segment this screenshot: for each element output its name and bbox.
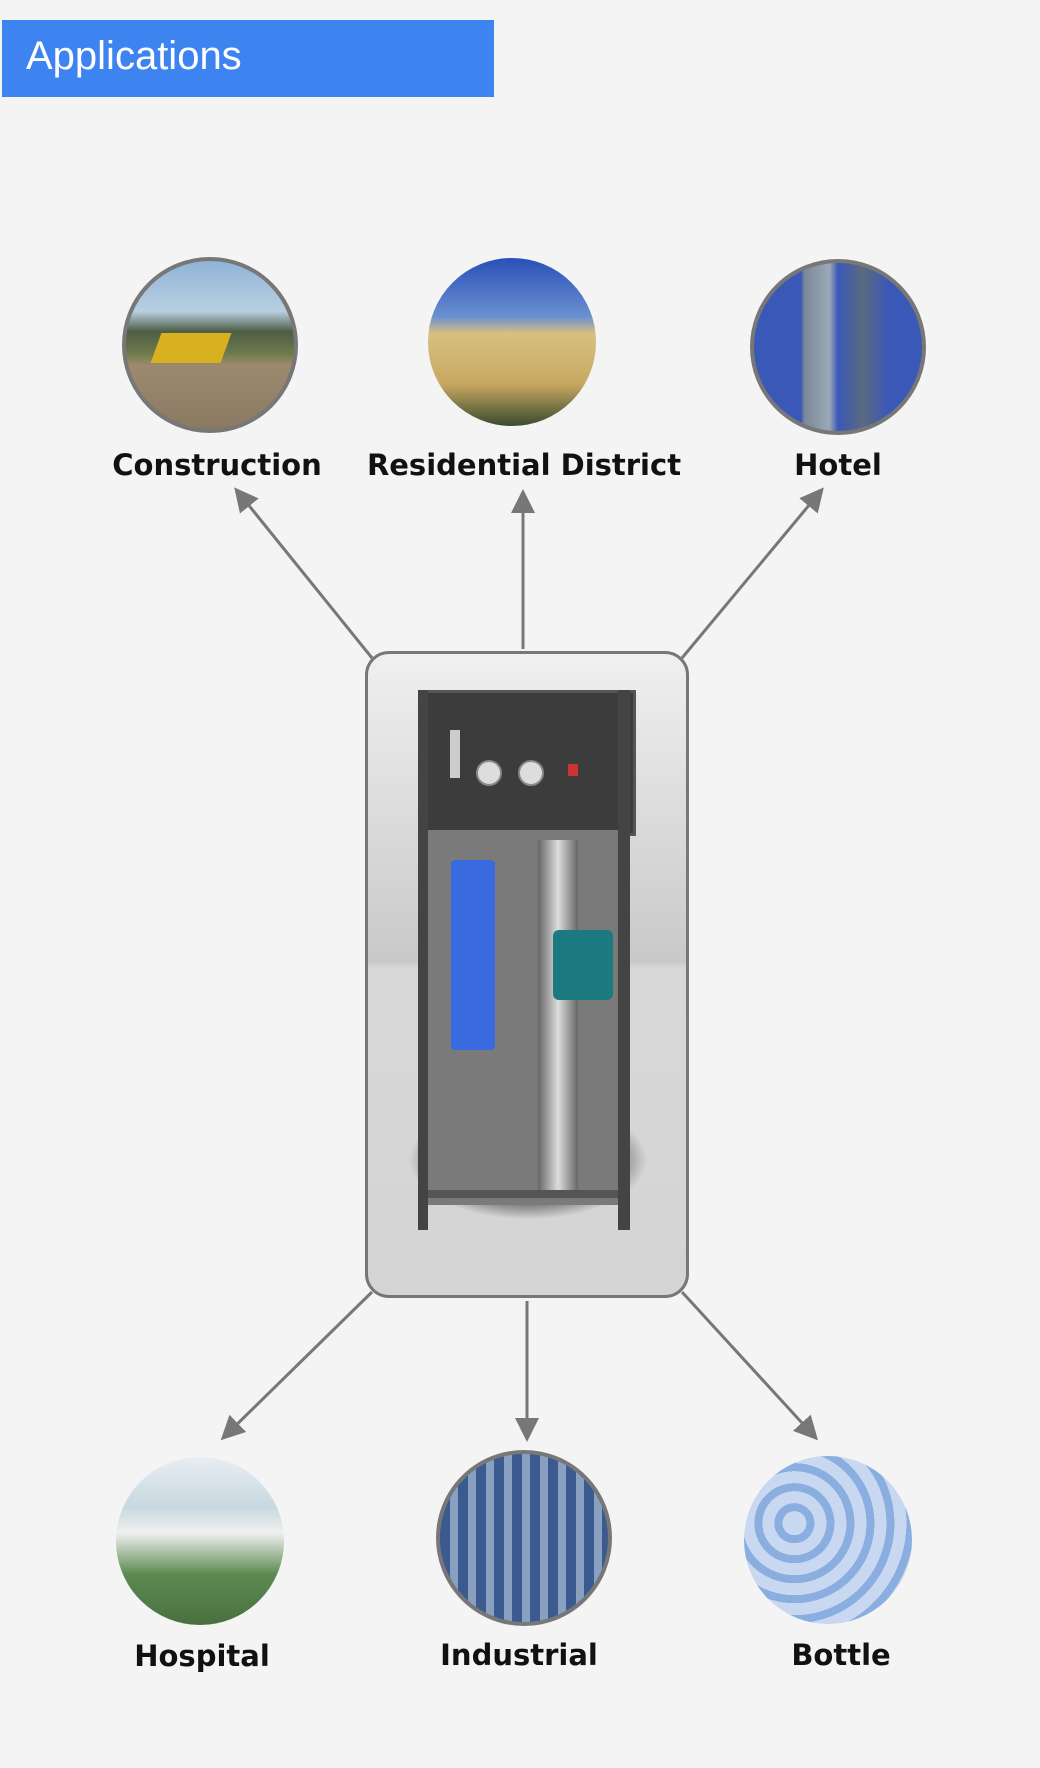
industrial-photo [436,1450,612,1626]
bottle-photo [740,1452,916,1628]
ro-machine-panel [365,651,689,1298]
construction-photo [122,257,298,433]
arrow-hotel [680,487,824,659]
residential-photo [424,254,600,430]
ro-machine-image [408,690,648,1235]
hospital-photo [112,1453,288,1629]
label-hotel: Hotel [794,448,882,482]
section-title: Applications [26,34,242,78]
label-industrial: Industrial [440,1638,598,1672]
section-header: Applications [2,20,494,97]
hotel-photo [750,259,926,435]
arrow-bottle [680,1290,819,1441]
label-construction: Construction [112,448,322,482]
label-residential: Residential District [366,448,682,482]
label-bottle: Bottle [791,1638,891,1672]
label-hospital: Hospital [134,1639,270,1673]
arrow-hospital [220,1290,374,1441]
arrow-construction [234,487,374,659]
